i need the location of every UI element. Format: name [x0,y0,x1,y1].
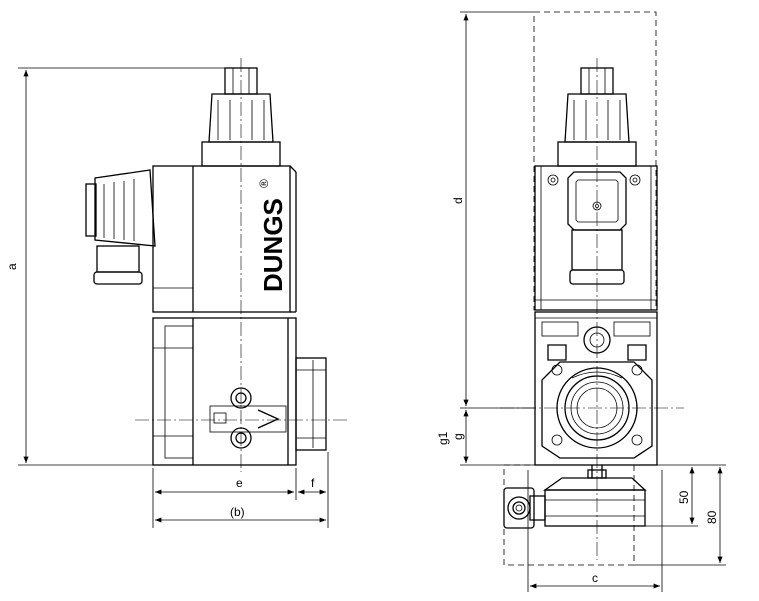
dim-label-c: c [592,571,598,585]
svg-text:DUNGS: DUNGS [258,198,288,292]
dim-label-f: f [311,476,315,490]
screw-tr-icon [629,174,641,186]
outlet-flange [295,357,327,451]
dim-label-g1: g1 [436,431,450,445]
flow-arrow-icon [257,409,280,429]
coil-front [534,165,658,311]
flange-frame [541,361,653,459]
dim-label-a: a [5,263,19,270]
envelope-lower [503,464,635,566]
plug-connector [94,169,156,247]
dungs-logo: DUNGS ® [257,179,288,292]
valve-body [152,317,297,466]
envelope-upper [533,11,657,311]
side-view: DUNGS ® [5,58,348,528]
dim-label-b: (b) [230,505,245,519]
valve-body-front [534,311,658,466]
dim-label-d: d [451,197,465,204]
pressure-switch [544,489,646,527]
flow-plate [209,405,287,433]
switch-cap [542,477,647,491]
dim-label-80: 80 [705,510,719,524]
svg-text:®: ® [257,179,271,188]
coil-housing [152,165,291,313]
front-view: d g1 g 50 80 c [436,11,726,592]
dim-label-e: e [236,476,243,490]
screw-tl-icon [547,174,559,186]
dim-label-50: 50 [677,490,691,504]
dim-label-g: g [451,433,465,440]
pipe-fitting [503,487,535,529]
